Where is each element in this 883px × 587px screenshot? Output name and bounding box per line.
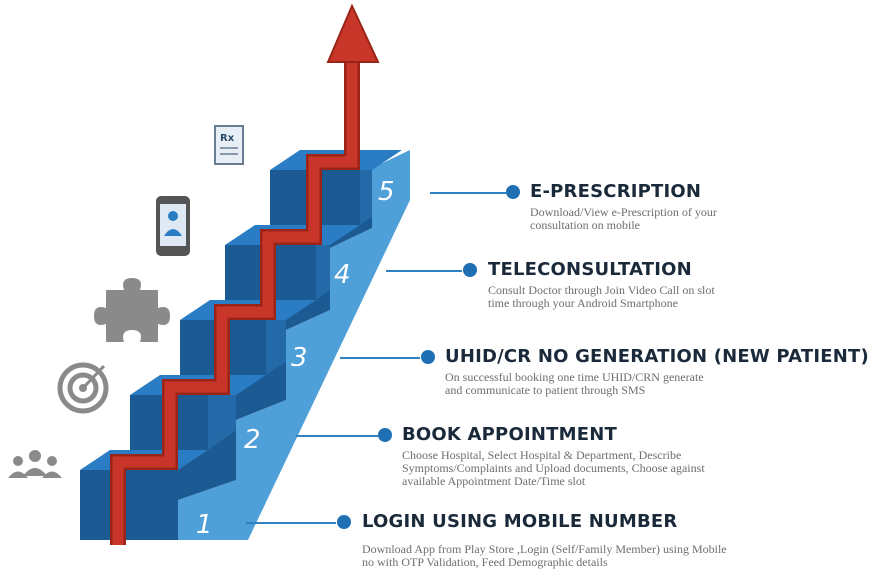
step-number-5: 5 — [378, 177, 395, 207]
step-2-desc-line-1: Choose Hospital, Select Hospital & Depar… — [402, 448, 682, 462]
leader-line-4 — [386, 270, 462, 272]
step-4-description: Consult Doctor through Join Video Call o… — [488, 284, 715, 310]
step-3-block: UHID/CR NO GENERATION (NEW PATIENT) On s… — [445, 346, 869, 397]
svg-text:Rx: Rx — [220, 133, 235, 144]
step-numbers: 1 2 3 4 5 — [196, 177, 395, 540]
step-number-4: 4 — [334, 260, 351, 290]
people-icon — [8, 450, 62, 478]
step-2-block: BOOK APPOINTMENT Choose Hospital, Select… — [402, 424, 705, 488]
bullet-1 — [337, 515, 351, 529]
step-5-title: E-PRESCRIPTION — [530, 181, 702, 202]
step-3-desc-line-2: and communicate to patient through SMS — [445, 383, 646, 397]
step-1-title: LOGIN USING MOBILE NUMBER — [362, 511, 678, 532]
red-growth-arrow — [110, 3, 380, 545]
step-number-1: 1 — [196, 510, 213, 540]
step-2-desc-line-3: available Appointment Date/Time slot — [402, 474, 586, 488]
prescription-icon: Rx — [214, 125, 244, 165]
step-5-block: E-PRESCRIPTION Download/View e-Prescript… — [530, 181, 717, 232]
step-1-desc-line-1: Download App from Play Store ,Login (Sel… — [362, 542, 727, 556]
bullet-2 — [378, 428, 392, 442]
step-number-3: 3 — [291, 343, 308, 373]
puzzle-icon — [94, 278, 170, 342]
target-icon — [57, 362, 109, 414]
mobile-doctor-icon — [156, 196, 190, 256]
step-5-desc-line-1: Download/View e-Prescription of your — [530, 205, 717, 219]
step-5-desc-line-2: consultation on mobile — [530, 218, 640, 232]
bullet-3 — [421, 350, 435, 364]
bullet-4 — [463, 263, 477, 277]
leader-line-2 — [296, 435, 378, 437]
step-2-title: BOOK APPOINTMENT — [402, 424, 617, 445]
step-3-desc-line-1: On successful booking one time UHID/CRN … — [445, 370, 704, 384]
step-2-description: Choose Hospital, Select Hospital & Depar… — [402, 449, 705, 488]
step-1-desc-line-2: no with OTP Validation, Feed Demographic… — [362, 555, 608, 569]
step-4-block: TELECONSULTATION Consult Doctor through … — [488, 259, 715, 310]
step-2-desc-line-2: Symptoms/Complaints and Upload documents… — [402, 461, 705, 475]
step-5-description: Download/View e-Prescription of your con… — [530, 206, 717, 232]
step-4-desc-line-1: Consult Doctor through Join Video Call o… — [488, 283, 715, 297]
step-4-desc-line-2: time through your Android Smartphone — [488, 296, 678, 310]
leader-line-5 — [430, 192, 506, 194]
staircase-back-faces — [208, 170, 372, 450]
step-number-2: 2 — [244, 425, 261, 455]
step-4-title: TELECONSULTATION — [488, 259, 692, 280]
leader-line-3 — [340, 357, 420, 359]
bullet-5 — [506, 185, 520, 199]
step-1-description: Download App from Play Store ,Login (Sel… — [362, 543, 727, 569]
leader-line-1 — [246, 522, 336, 524]
step-3-description: On successful booking one time UHID/CRN … — [445, 371, 869, 397]
step-1-block: LOGIN USING MOBILE NUMBER Download App f… — [362, 511, 727, 569]
step-3-title: UHID/CR NO GENERATION (NEW PATIENT) — [445, 346, 869, 367]
